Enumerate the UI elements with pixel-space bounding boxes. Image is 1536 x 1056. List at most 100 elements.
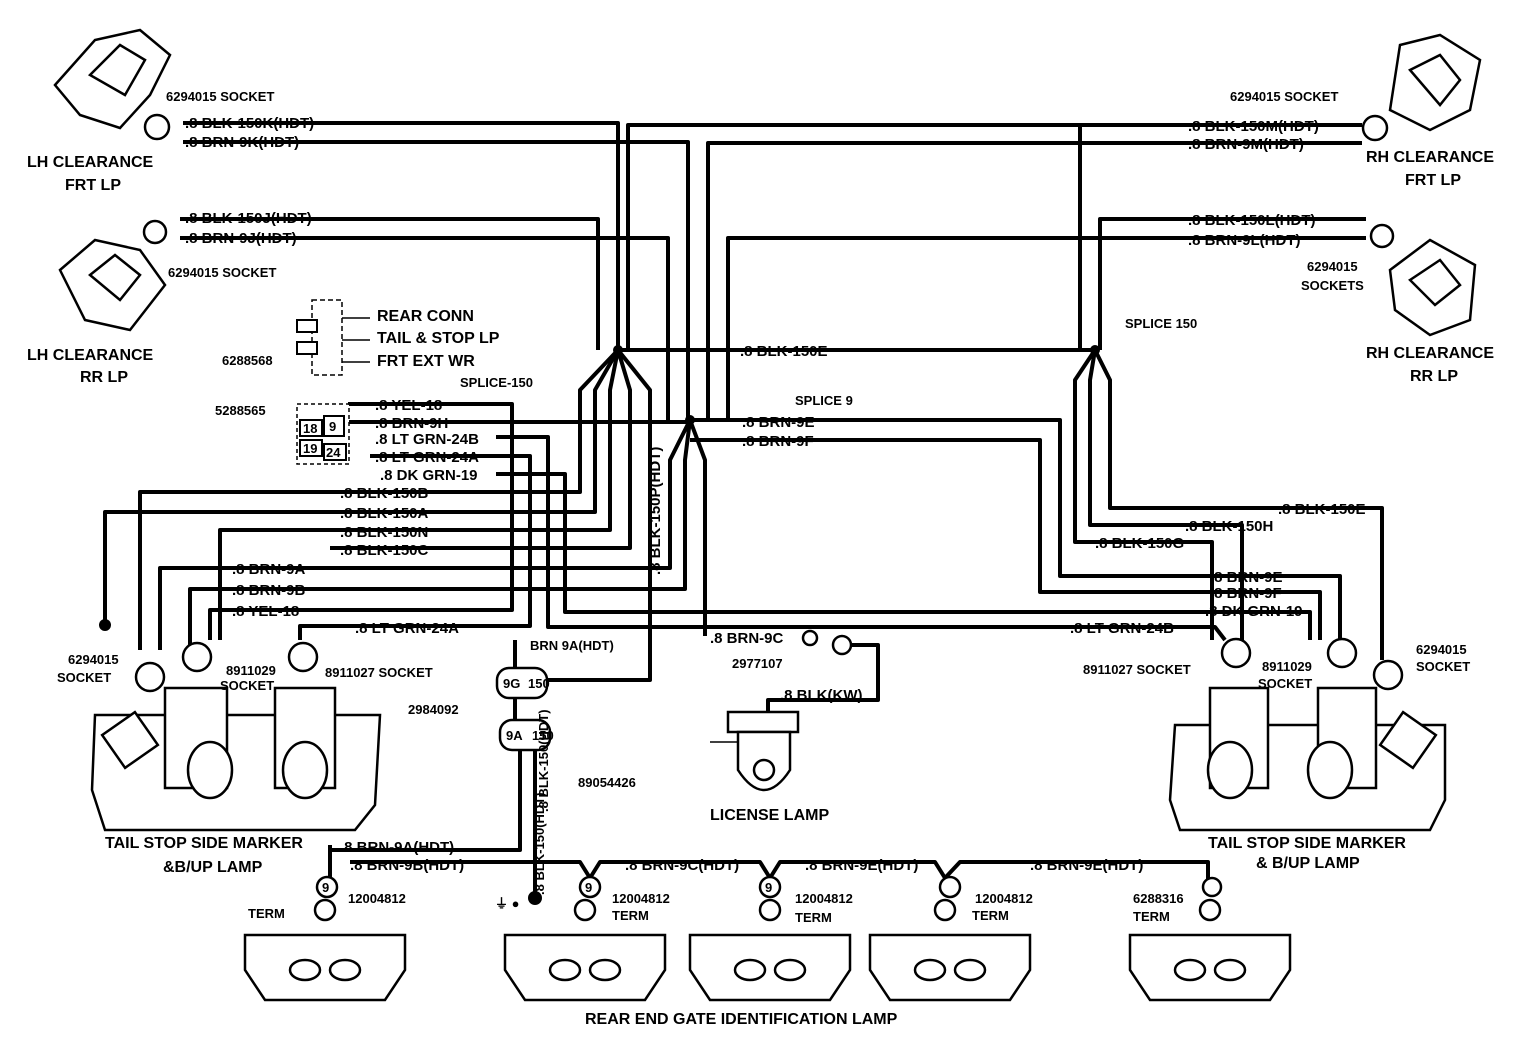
- lh-front-title1: LH CLEARANCE: [27, 154, 154, 171]
- center-vert2: .8 BLK-150(HDT): [536, 709, 551, 812]
- id-lamp-3-part: 12004812: [975, 891, 1033, 906]
- rh-front-socket: 6294015 SOCKET: [1230, 89, 1338, 104]
- left-wire-12: .8 LT GRN-24A: [355, 620, 459, 637]
- right-socket3a: 6294015: [1416, 642, 1467, 657]
- left-wire-5: .8 BLK-150B: [340, 485, 429, 502]
- lh-rear-clearance-lamp: [58, 219, 168, 332]
- lh-rear-title1: LH CLEARANCE: [27, 347, 154, 364]
- id-lamp-3-term: TERM: [972, 908, 1009, 923]
- pin-24: 24: [326, 445, 341, 460]
- lh-front-wire1: .8 BLK-150K(HDT): [185, 115, 314, 132]
- conn-150: 150: [528, 676, 550, 691]
- id-lamp-1-part: 12004812: [612, 891, 670, 906]
- id-lamp-2-part: 12004812: [795, 891, 853, 906]
- ground-mark: ⏚ ●: [495, 896, 519, 911]
- splice-150-right-label: SPLICE 150: [1125, 316, 1197, 331]
- lh-rear-title2: RR LP: [80, 369, 128, 386]
- left-wire-8: .8 BLK-150C: [340, 542, 429, 559]
- right-wire-5: .8 DK GRN-19: [1205, 603, 1303, 620]
- right-socket1: 8911027 SOCKET: [1083, 662, 1191, 677]
- center-brn9c: .8 BRN-9C: [710, 630, 784, 647]
- id-lamp-0-part: 12004812: [348, 891, 406, 906]
- splice-150-left-label: SPLICE-150: [460, 375, 533, 390]
- license-lamp: [710, 710, 800, 792]
- center-2984092: 2984092: [408, 702, 459, 717]
- lh-rear-wire1: .8 BLK-150J(HDT): [185, 210, 312, 227]
- rh-front-clearance-lamp: [1361, 33, 1482, 142]
- rh-rear-title1: RH CLEARANCE: [1366, 345, 1494, 362]
- right-socket2b: SOCKET: [1258, 676, 1312, 691]
- id-lamp-1-num: 9: [585, 880, 592, 895]
- left-wire-11: .8 YEL-18: [232, 603, 299, 620]
- rear-connector: [296, 299, 370, 376]
- center-89054426: 89054426: [578, 775, 636, 790]
- rh-rear-socket2: SOCKETS: [1301, 278, 1364, 293]
- wire-brn9f: .8 BRN-9F: [742, 433, 814, 450]
- id-lamp-4-term: TERM: [1133, 909, 1170, 924]
- pin-19: 19: [303, 441, 317, 456]
- rh-front-wire1: .8 BLK-150M(HDT): [1188, 118, 1319, 135]
- wire-brn9e: .8 BRN-9E: [742, 414, 815, 431]
- left-wire-3: .8 LT GRN-24A: [375, 449, 479, 466]
- bottom-wire-1: .8 BRN-9B(HDT): [350, 857, 464, 874]
- rear-conn-l1: REAR CONN: [377, 308, 474, 325]
- left-wire-0: .8 YEL-18: [375, 397, 442, 414]
- left-socket2b: SOCKET: [220, 678, 274, 693]
- tail-left-title2: &B/UP LAMP: [163, 859, 263, 876]
- left-wire-2: .8 LT GRN-24B: [375, 431, 479, 448]
- pin-18: 18: [303, 421, 317, 436]
- tail-right-title1: TAIL STOP SIDE MARKER: [1208, 835, 1406, 852]
- left-wire-10: .8 BRN-9B: [232, 582, 306, 599]
- rear-conn-l2: TAIL & STOP LP: [377, 330, 500, 347]
- left-wire-6: .8 BLK-150A: [340, 505, 429, 522]
- lh-rear-wire2: .8 BRN-9J(HDT): [185, 230, 297, 247]
- license-lamp-title: LICENSE LAMP: [710, 807, 829, 824]
- splice-9-dot: [685, 415, 695, 425]
- pin-9: 9: [329, 419, 336, 434]
- bottom-title: REAR END GATE IDENTIFICATION LAMP: [585, 1011, 898, 1028]
- rh-rear-wire1: .8 BLK-150L(HDT): [1188, 212, 1316, 229]
- rh-front-wire2: .8 BRN-9M(HDT): [1188, 136, 1304, 153]
- rear-conn-part: 6288568: [222, 353, 273, 368]
- splice-9-label: SPLICE 9: [795, 393, 853, 408]
- id-lamp-2-num: 9: [765, 880, 772, 895]
- connector-5288565: 18 19 9 24: [296, 403, 350, 465]
- lh-front-socket: 6294015 SOCKET: [166, 89, 274, 104]
- splice-150-right-dot: [1090, 345, 1100, 355]
- left-tail-lamp-assembly: [90, 619, 382, 832]
- conn-150b: 150: [532, 728, 554, 743]
- conn-9g: 9G: [503, 676, 520, 691]
- rh-rear-title2: RR LP: [1410, 368, 1458, 385]
- rear-conn-l3: FRT EXT WR: [377, 353, 475, 370]
- id-lamp-2-term: TERM: [795, 910, 832, 925]
- center-connectors: 9G 150 9A 150: [495, 629, 853, 752]
- bottom-wire-2: .8 BRN-9C(HDT): [625, 857, 739, 874]
- bottom-wire-4: .8 BRN-9E(HDT): [1030, 857, 1143, 874]
- lh-front-wire2: .8 BRN-9K(HDT): [185, 134, 299, 151]
- right-wire-6: .8 LT GRN-24B: [1070, 620, 1174, 637]
- vert3: .8 BLK-150(HDT): [532, 792, 547, 895]
- left-wire-1: .8 BRN-9H: [375, 415, 448, 432]
- left-socket1b: SOCKET: [57, 670, 111, 685]
- right-wire-0: .8 BLK-150E: [1278, 501, 1366, 518]
- center-2977107: 2977107: [732, 656, 783, 671]
- left-socket1a: 6294015: [68, 652, 119, 667]
- conn-9a: 9A: [506, 728, 523, 743]
- id-lamp-4-part: 6288316: [1133, 891, 1184, 906]
- rh-front-title1: RH CLEARANCE: [1366, 149, 1494, 166]
- tail-left-title1: TAIL STOP SIDE MARKER: [105, 835, 303, 852]
- lh-front-title2: FRT LP: [65, 177, 121, 194]
- conn-5288565-part: 5288565: [215, 403, 266, 418]
- id-lamp-0-num: 9: [322, 880, 329, 895]
- lh-front-clearance-lamp: [53, 28, 172, 141]
- rh-rear-clearance-lamp: [1369, 223, 1477, 337]
- rh-front-title2: FRT LP: [1405, 172, 1461, 189]
- labels: 6294015 SOCKET .8 BLK-150K(HDT) .8 BRN-9…: [27, 89, 1494, 1028]
- center-blk-kw: .8 BLK(KW): [780, 687, 863, 704]
- left-socket2a: 8911029: [226, 663, 276, 678]
- bottom-wire-0: .8 BRN-9A(HDT): [340, 839, 454, 856]
- bottom-wire-3: .8 BRN-9E(HDT): [805, 857, 918, 874]
- id-lamp-1-term: TERM: [612, 908, 649, 923]
- splice-150-left-dot: [613, 345, 623, 355]
